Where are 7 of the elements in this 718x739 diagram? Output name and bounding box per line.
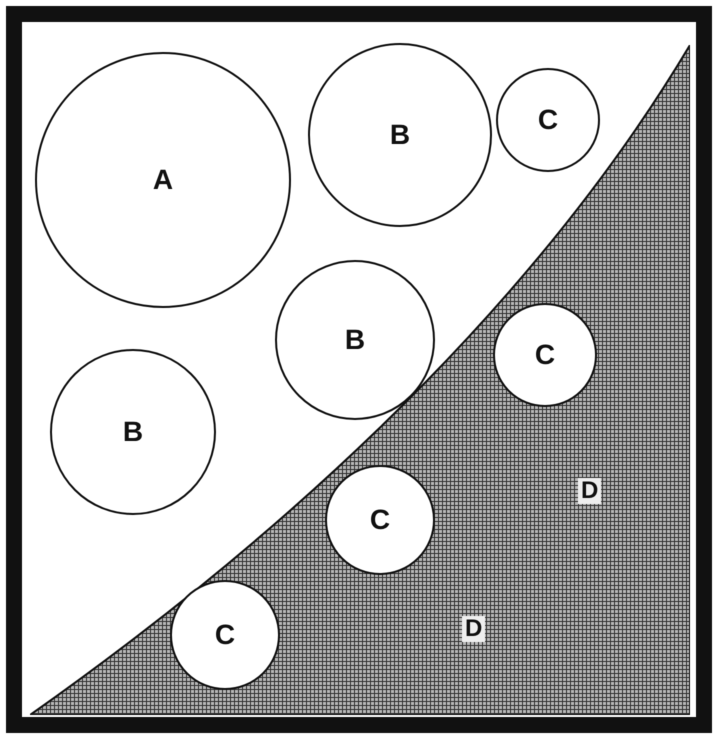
circle: B bbox=[275, 260, 435, 420]
region-label: D bbox=[462, 616, 486, 642]
circle: B bbox=[50, 349, 216, 515]
circle: A bbox=[35, 52, 291, 308]
circle: B bbox=[308, 43, 492, 227]
circle: C bbox=[496, 68, 600, 172]
region-label: D bbox=[578, 478, 602, 504]
